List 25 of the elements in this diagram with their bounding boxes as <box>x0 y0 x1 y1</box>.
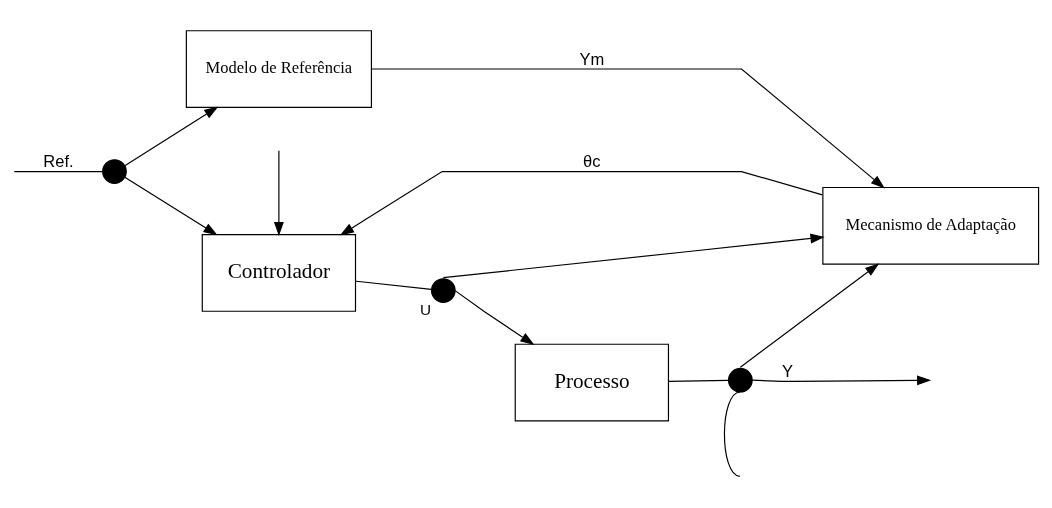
arrow <box>124 106 219 167</box>
arrow <box>124 176 218 236</box>
arrow <box>273 150 284 237</box>
connector <box>723 391 741 477</box>
arrow <box>751 375 932 386</box>
node-circle <box>728 367 753 393</box>
node-circle <box>102 159 127 184</box>
edge-label: Ref. <box>43 152 74 171</box>
node-circle <box>430 278 456 303</box>
edge-label: Ym <box>579 49 605 68</box>
connector <box>355 280 432 290</box>
arrow <box>339 171 823 236</box>
node-label: U <box>420 300 432 318</box>
arrow <box>454 290 535 346</box>
node-box: Processo <box>514 343 670 422</box>
edge-label: Y <box>782 361 794 380</box>
node-box: Mecanismo de Adaptação <box>822 186 1040 265</box>
connector <box>13 171 104 173</box>
node-box: Controlador <box>201 234 357 312</box>
arrow <box>739 263 880 368</box>
arrow <box>370 68 885 189</box>
connector <box>668 379 729 382</box>
edge-label: θc <box>583 152 601 171</box>
arrow <box>442 233 825 279</box>
node-box: Modelo de Referência <box>185 30 372 108</box>
